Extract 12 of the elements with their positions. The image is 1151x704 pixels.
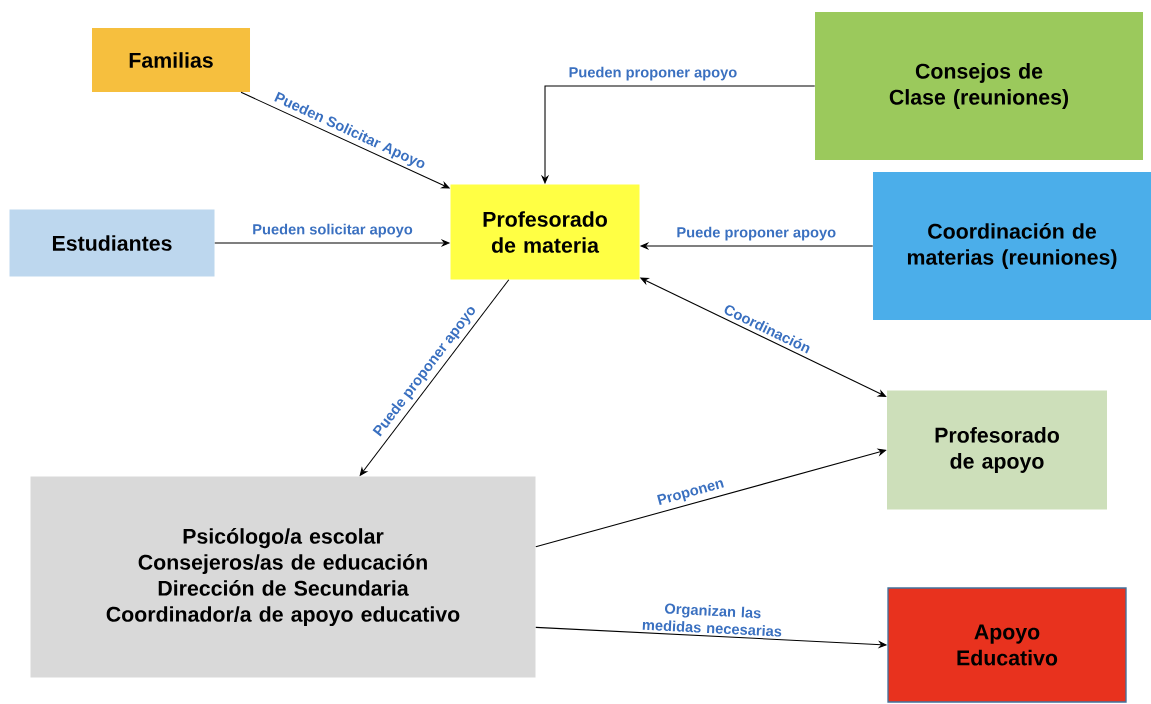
process-box: Familias	[92, 28, 250, 92]
edge-label: Organizan las medidas necesarias	[630, 599, 795, 639]
edge-label: Pueden solicitar apoyo	[250, 222, 415, 239]
process-box: Apoyo Educativo	[887, 587, 1127, 703]
process-box: Coordinación de materias (reuniones)	[873, 172, 1151, 320]
edge-label: Pueden proponer apoyo	[567, 65, 739, 82]
process-box: Profesorado de materia	[450, 184, 640, 280]
process-box: Profesorado de apoyo	[887, 390, 1107, 510]
edge-label: Puede proponer apoyo	[675, 225, 838, 242]
process-box: Psicólogo/a escolar Consejeros/as de educación Dirección de Secundaria Coordinador/a de apoyo educativo	[30, 476, 536, 678]
process-box: Consejos de Clase (reuniones)	[815, 12, 1143, 160]
process-box: Estudiantes	[9, 209, 215, 277]
